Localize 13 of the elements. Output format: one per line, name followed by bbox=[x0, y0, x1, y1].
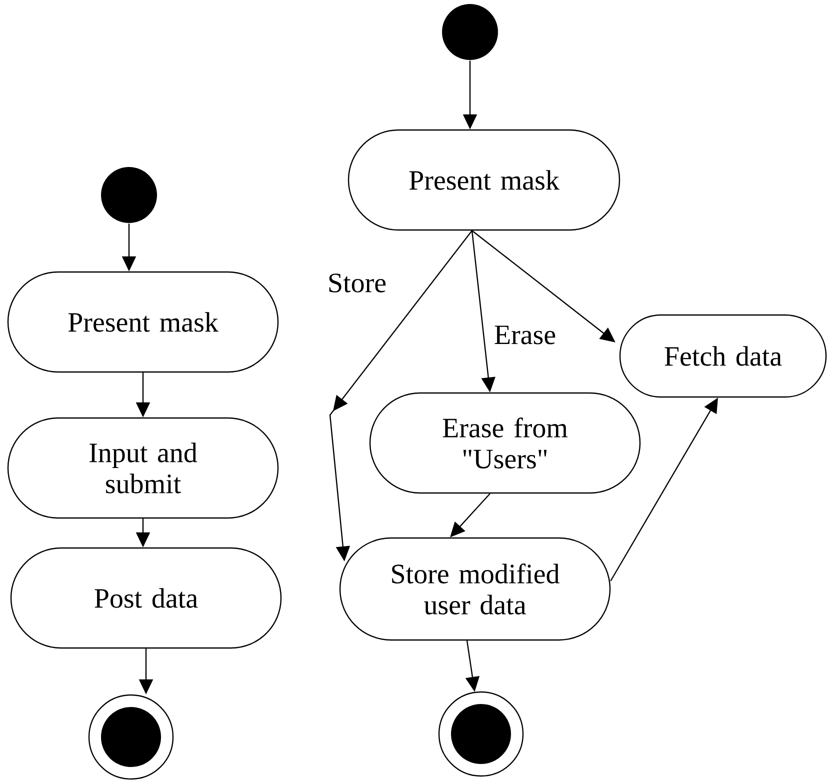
activity-box: Present mask bbox=[348, 129, 620, 231]
end-dot bbox=[88, 694, 174, 780]
activity-box: Store modified user data bbox=[339, 537, 611, 641]
activity-box: Post data bbox=[10, 547, 282, 649]
start-dot bbox=[442, 4, 498, 60]
activity-box: Present mask bbox=[7, 271, 279, 373]
end-dot bbox=[438, 691, 524, 777]
edge-label: Store bbox=[326, 272, 388, 294]
edge-label: Erase bbox=[492, 324, 558, 346]
start-dot bbox=[101, 167, 157, 223]
activity-box: Erase from "Users" bbox=[369, 392, 641, 494]
activity-box: Input and submit bbox=[7, 417, 279, 519]
activity-box: Fetch data bbox=[619, 314, 827, 398]
